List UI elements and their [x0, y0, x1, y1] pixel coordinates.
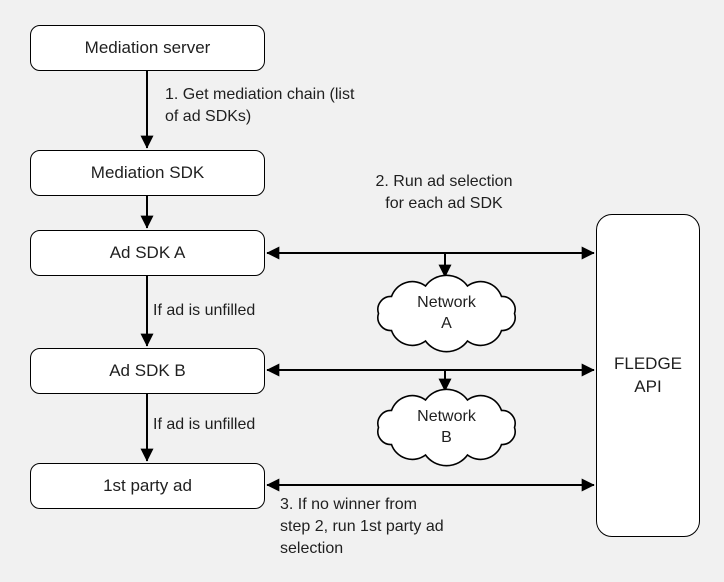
annotation-step1: 1. Get mediation chain (list of ad SDKs) — [165, 86, 355, 125]
network-a-cloud — [377, 274, 516, 353]
annotation-step3: 3. If no winner from step 2, run 1st par… — [280, 496, 444, 557]
annotation-step2: 2. Run ad selection for each ad SDK — [375, 173, 513, 212]
node-ad-sdk-b: Ad SDK B — [30, 348, 265, 394]
network-a-label: Network A — [417, 294, 476, 332]
network-b-cloud — [377, 388, 516, 467]
annotation-if-unfilled-a: If ad is unfilled — [153, 302, 256, 319]
network-b-label: Network B — [417, 408, 476, 446]
node-mediation-server: Mediation server — [30, 25, 265, 71]
node-fledge-api: FLEDGE API — [596, 214, 700, 537]
node-mediation-sdk: Mediation SDK — [30, 150, 265, 196]
node-first-party-ad: 1st party ad — [30, 463, 265, 509]
node-ad-sdk-a: Ad SDK A — [30, 230, 265, 276]
annotation-if-unfilled-b: If ad is unfilled — [153, 416, 256, 433]
